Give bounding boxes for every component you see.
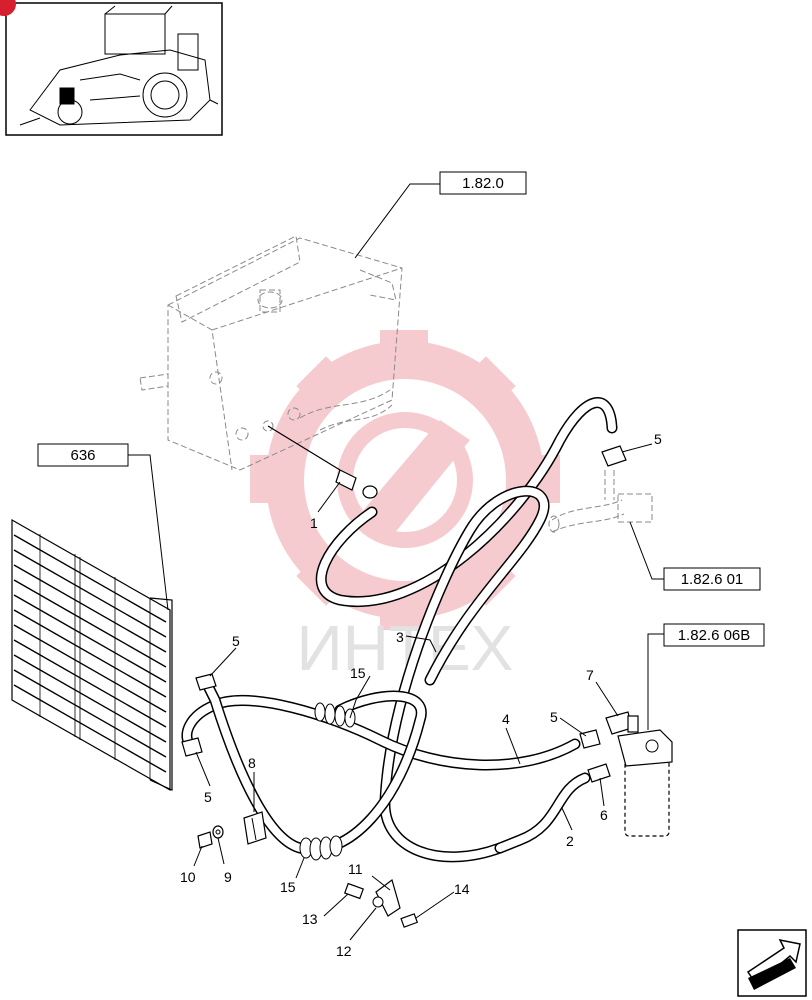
callout-2: 2 — [566, 833, 574, 849]
bracket-11 — [372, 878, 401, 917]
oil-filter — [617, 729, 673, 837]
callout-5-radiator-lower: 5 — [204, 789, 212, 805]
svg-text:1.82.0: 1.82.0 — [462, 175, 504, 192]
callout-14: 14 — [454, 881, 470, 897]
ghost-valve-fitting — [548, 470, 653, 533]
hose-2 — [494, 772, 591, 854]
pin-14 — [400, 913, 419, 928]
hose-sleeve-lower — [299, 835, 343, 861]
ref-box-1-82-0: 1.82.0 — [354, 171, 527, 259]
callout-labels: 1 2 3 4 5 5 5 5 6 7 8 9 10 11 12 13 14 1… — [180, 431, 662, 959]
ref-box-636: 636 — [37, 443, 169, 611]
svg-text:1.82.6 06B: 1.82.6 06B — [678, 627, 751, 644]
oil-cooler-radiator — [11, 518, 173, 792]
adapter-6 — [587, 763, 611, 783]
ref-box-1-82-6-01: 1.82.6 01 — [629, 521, 761, 591]
clamp-5-radiator-lower — [181, 737, 203, 757]
callout-13: 13 — [302, 911, 318, 927]
callout-11: 11 — [348, 861, 363, 877]
callout-5-right: 5 — [550, 709, 558, 725]
clamp-5-top — [601, 445, 627, 467]
svg-text:1.82.6 01: 1.82.6 01 — [681, 571, 744, 588]
callout-5-radiator-upper: 5 — [232, 633, 240, 649]
ghost-hydraulic-block — [139, 235, 403, 471]
callout-15-upper: 15 — [350, 665, 366, 681]
bracket-8 — [243, 811, 267, 845]
red-page-badge-icon — [0, 0, 16, 16]
callout-12: 12 — [336, 943, 352, 959]
callout-9: 9 — [224, 869, 232, 885]
hose-sleeve-upper — [314, 702, 356, 728]
callout-15-lower: 15 — [280, 879, 296, 895]
clamp-5-right — [579, 729, 601, 749]
elbow-fitting-7 — [605, 711, 639, 735]
callout-1: 1 — [310, 515, 318, 531]
clamp-5-radiator-upper — [195, 673, 217, 691]
callout-leaders — [193, 443, 653, 941]
bolt-13 — [344, 882, 364, 900]
callout-7: 7 — [586, 667, 594, 683]
ref-box-1-82-6-06b: 1.82.6 06B — [647, 623, 765, 730]
callout-8: 8 — [248, 755, 256, 771]
callout-10: 10 — [180, 869, 196, 885]
callout-3: 3 — [396, 629, 404, 645]
callout-6: 6 — [600, 807, 608, 823]
washer-9-10 — [197, 825, 224, 849]
svg-text:636: 636 — [70, 447, 95, 464]
watermark-gear-icon — [250, 330, 560, 630]
callout-5-top: 5 — [654, 431, 662, 447]
tractor-thumbnail-icon — [5, 2, 223, 136]
next-page-arrow-icon[interactable] — [737, 929, 807, 997]
hose-3b — [379, 485, 550, 863]
callout-4: 4 — [502, 711, 510, 727]
fitting-1 — [335, 469, 378, 499]
hose-15 — [202, 680, 427, 855]
